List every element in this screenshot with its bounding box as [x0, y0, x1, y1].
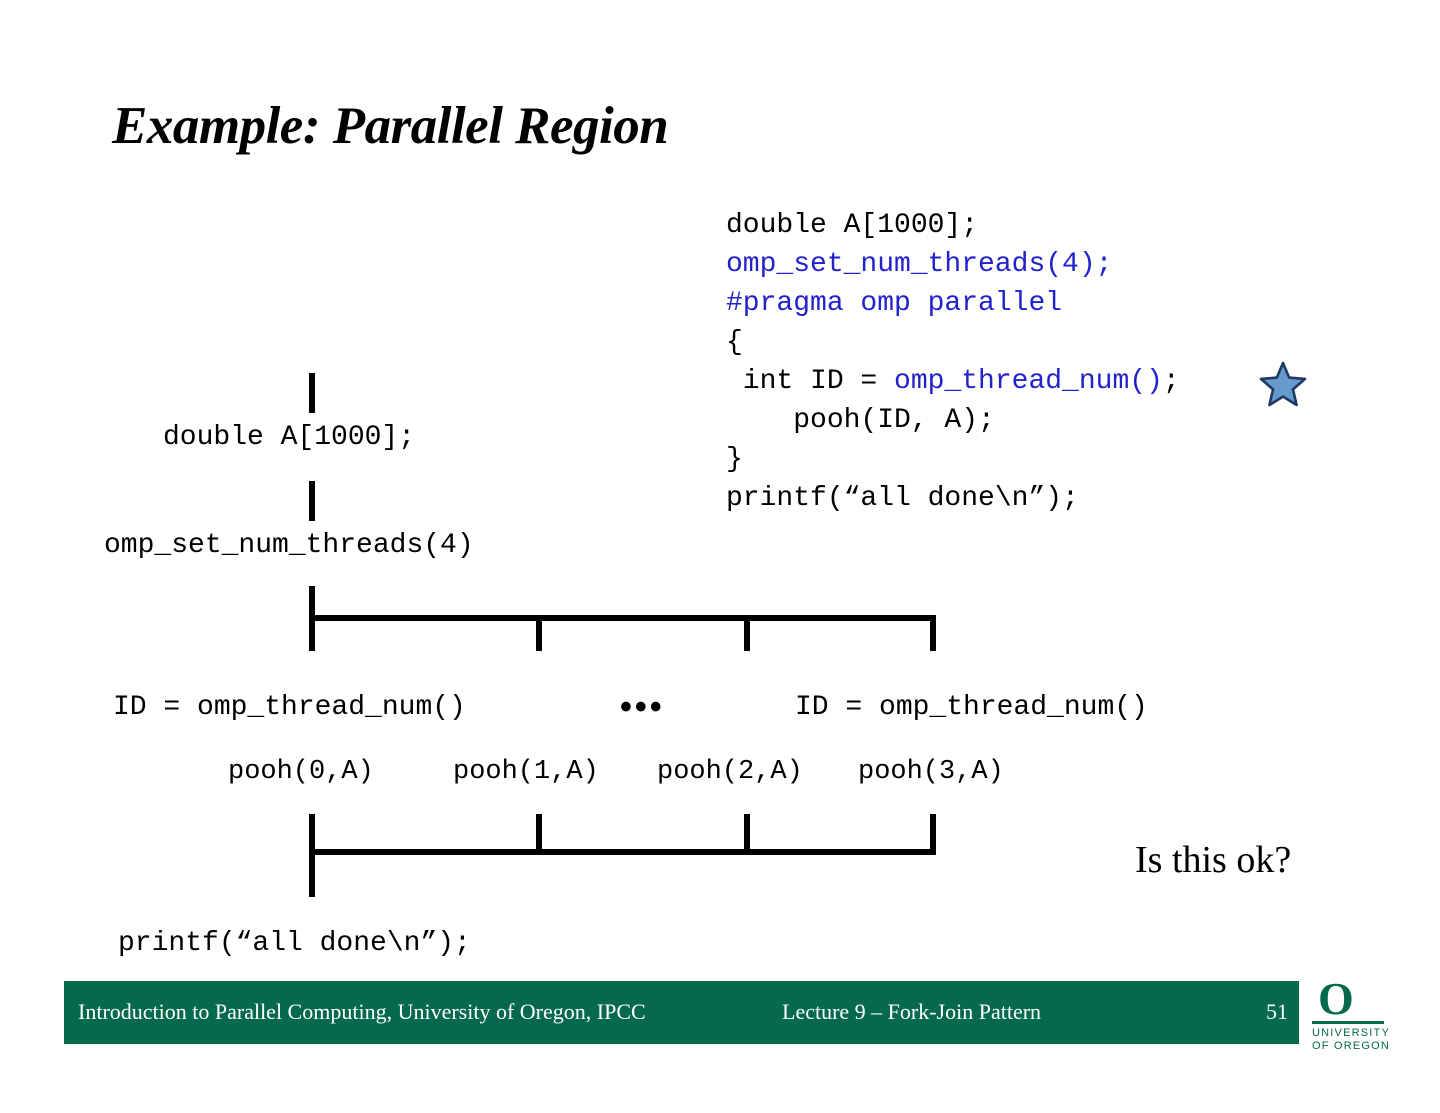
code-line: omp_set_num_threads(4); [726, 245, 1180, 284]
diagram-label-thread-id-right: ID = omp_thread_num() [795, 692, 1148, 723]
footer-course-label: Introduction to Parallel Computing, Univ… [78, 999, 646, 1024]
code-line: printf(“all done\n”); [726, 479, 1180, 518]
diagram-label-final-printf: printf(“all done\n”); [118, 928, 471, 959]
code-token: double A[1000]; [726, 210, 979, 241]
code-line: { [726, 323, 1180, 362]
university-of-oregon-logo: O UNIVERSITY OF OREGON [1312, 973, 1424, 1052]
code-line: double A[1000]; [726, 206, 1180, 245]
code-line: } [726, 440, 1180, 479]
diagram-join-branch-3 [930, 814, 936, 852]
diagram-fork-branch-3 [930, 615, 936, 651]
code-token: pooh(ID, A); [726, 405, 995, 436]
code-line: pooh(ID, A); [726, 401, 1180, 440]
diagram-label-thread-id-left: ID = omp_thread_num() [113, 692, 466, 723]
diagram-fork-branch-2 [744, 615, 750, 651]
diagram-join-branch-1 [536, 814, 542, 852]
footer-lecture-label: Lecture 9 – Fork-Join Pattern [782, 999, 1042, 1024]
code-token: #pragma omp parallel [726, 288, 1063, 319]
diagram-join-bar [309, 849, 936, 855]
diagram-label-pooh-2: pooh(2,A) [657, 757, 803, 787]
uo-name-line-1: UNIVERSITY [1312, 1027, 1391, 1039]
code-token: omp_thread_num() [894, 366, 1163, 397]
footer-page-number: 51 [1266, 999, 1288, 1024]
code-token: omp_set_num_threads(4); [726, 249, 1113, 280]
diagram-label-pooh-0: pooh(0,A) [228, 757, 374, 787]
annotation-is-this-ok: Is this ok? [1135, 839, 1292, 881]
star-icon [1259, 361, 1307, 407]
code-token: printf(“all done\n”); [726, 483, 1079, 514]
diagram-label-sequential-decl: double A[1000]; [163, 422, 416, 453]
diagram-fork-branch-0 [309, 615, 315, 651]
code-line: int ID = omp_thread_num(); [726, 362, 1180, 401]
code-token: { [726, 327, 743, 358]
page-title: Example: Parallel Region [112, 97, 669, 155]
diagram-label-pooh-3: pooh(3,A) [858, 757, 1004, 787]
diagram-label-set-threads: omp_set_num_threads(4) [104, 530, 474, 561]
code-token: int ID = [726, 366, 895, 397]
footer-bar: Introduction to Parallel Computing, Univ… [64, 981, 1299, 1044]
uo-o-mark: O [1318, 973, 1354, 1024]
diagram-join-branch-2 [744, 814, 750, 852]
diagram-fork-bar [309, 615, 936, 621]
diagram-trunk-middle [309, 481, 315, 521]
diagram-join-trunk [309, 849, 315, 897]
diagram-label-ellipsis: ••• [620, 688, 665, 726]
diagram-trunk-top [309, 373, 315, 413]
diagram-join-branch-0 [309, 814, 315, 852]
code-token: ; [1162, 366, 1180, 397]
code-line: #pragma omp parallel [726, 284, 1180, 323]
uo-name-line-2: OF OREGON [1312, 1040, 1391, 1052]
diagram-fork-trunk [309, 586, 315, 621]
code-listing: double A[1000]; omp_set_num_threads(4); #p… [726, 206, 1180, 518]
code-token: } [726, 444, 743, 475]
diagram-fork-branch-1 [536, 615, 542, 651]
diagram-label-pooh-1: pooh(1,A) [453, 757, 599, 787]
uo-divider-rule [1312, 1021, 1384, 1024]
